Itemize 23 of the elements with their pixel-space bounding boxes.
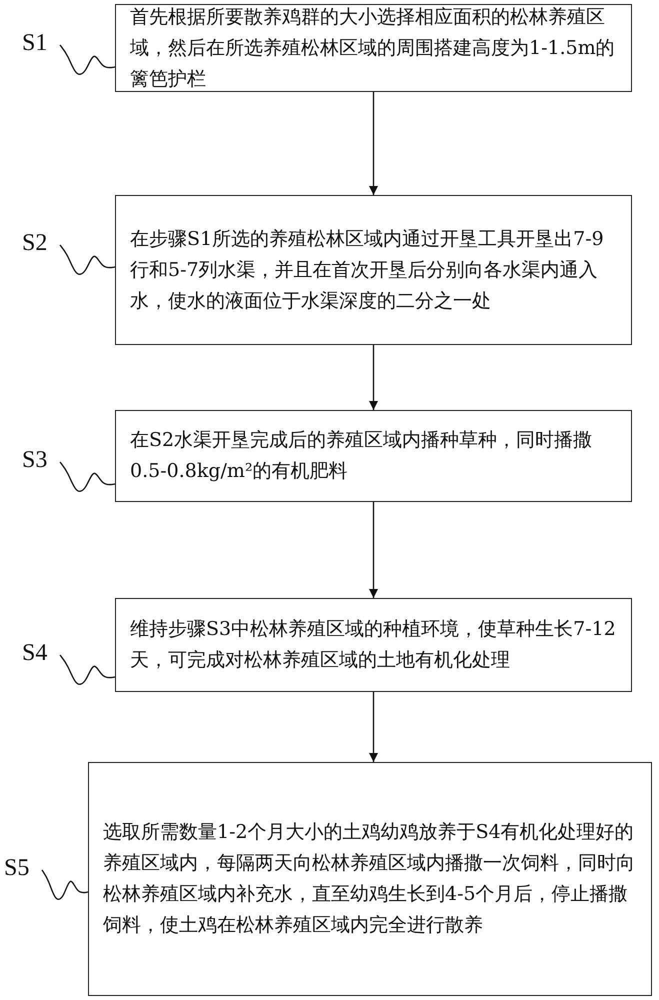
process-box — [115, 195, 632, 345]
arrow — [369, 345, 378, 410]
step-label: S5 — [4, 855, 30, 881]
step-text: 选取所需数量1-2个月大小的土鸡幼鸡放养于S4有机化处理好的养殖区域内，每隔两天向松林养殖区域内播撒一次饲料，同时向松林养殖区域内补充水，直至幼鸡生长到4-5个月后，停止播撒饲料，使土鸡在松林养殖区域内完全进行散养 — [103, 820, 636, 938]
arrow — [369, 692, 378, 762]
step-label: S1 — [22, 30, 48, 56]
leader-line — [60, 44, 116, 75]
process-box — [115, 410, 632, 502]
step-text: 首先根据所要散养鸡群的大小选择相应面积的松林养殖区域，然后在所选养殖松林区域的周围搭建高度为1-1.5m的篱笆护栏 — [130, 4, 616, 92]
step-text: 在S2水渠开垦完成后的养殖区域内播种草种，同时播撒0.5-0.8kg/m²的有机肥料 — [130, 428, 594, 484]
leader-line — [60, 654, 116, 685]
arrow — [369, 92, 378, 195]
step-text: 在步骤S1所选的养殖松林区域内通过开垦工具开垦出7-9行和5-7列水渠，并且在首次开垦后分别向各水渠内通入水，使水的液面位于水渠深度的二分之一处 — [130, 226, 605, 314]
step-label: S3 — [22, 447, 48, 473]
step-label: S4 — [22, 640, 48, 666]
leader-line — [60, 244, 116, 275]
leader-line — [41, 870, 88, 900]
process-box — [115, 598, 632, 692]
leader-line — [60, 462, 116, 492]
process-box — [88, 762, 652, 996]
step-label: S2 — [22, 230, 48, 256]
arrow — [369, 502, 378, 598]
step-text: 维持步骤S3中松林养殖区域的种植环境，使草种生长7-12天，可完成对松林养殖区域的土地有机化处理 — [130, 617, 617, 673]
